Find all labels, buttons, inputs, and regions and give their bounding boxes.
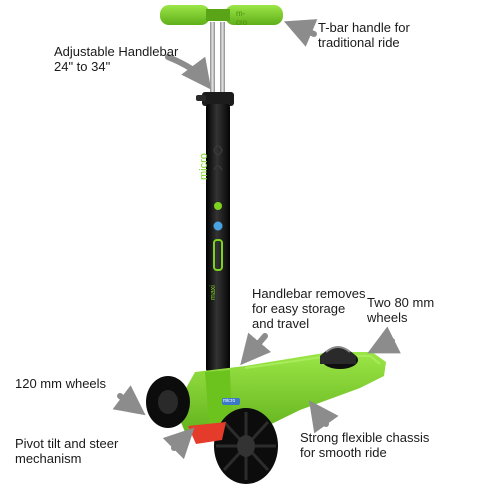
label-chassis: Strong flexible chassis for smooth ride [300, 430, 430, 460]
t-bar-handle [160, 5, 283, 25]
left-grip [160, 5, 210, 25]
stem [206, 104, 230, 372]
stem-sub-text: maxi [210, 285, 217, 300]
label-front-wheels: 120 mm wheels [15, 376, 107, 391]
pointer-arrows [112, 19, 401, 460]
right-grip [225, 5, 283, 25]
deck-logo-text: micro [223, 398, 236, 404]
deck-logo [222, 398, 240, 405]
label-adjustable-handlebar: Adjustable Handlebar 24" to 34" [54, 44, 179, 74]
rear-wheels [320, 346, 358, 369]
arrow-tbar [283, 19, 318, 47]
pivot-mechanism [188, 422, 226, 444]
arrow-removes [240, 332, 272, 366]
front-wheels [146, 376, 278, 484]
arrow-adjustable [165, 54, 212, 90]
handlebar-shafts [210, 22, 225, 96]
rear-brake-fender [320, 347, 356, 364]
stem-brand-text: micro [198, 153, 210, 180]
label-pivot-mechanism: Pivot tilt and steer mechanism [15, 436, 119, 466]
label-rear-wheels: Two 80 mm wheels [367, 295, 435, 325]
t-bar-center [206, 9, 230, 21]
label-handlebar-removes: Handlebar removes for easy storage and t… [252, 286, 366, 331]
arrow-chassis [309, 400, 339, 434]
label-t-bar-handle: T-bar handle for traditional ride [318, 20, 410, 50]
arrow-rear-wheels [367, 326, 401, 354]
height-clamp [196, 92, 234, 106]
arrow-front-wheels [112, 385, 146, 416]
arrow-pivot [162, 427, 195, 460]
stem-graphics [213, 145, 223, 271]
grip-brand-text: m-cro [236, 9, 248, 27]
